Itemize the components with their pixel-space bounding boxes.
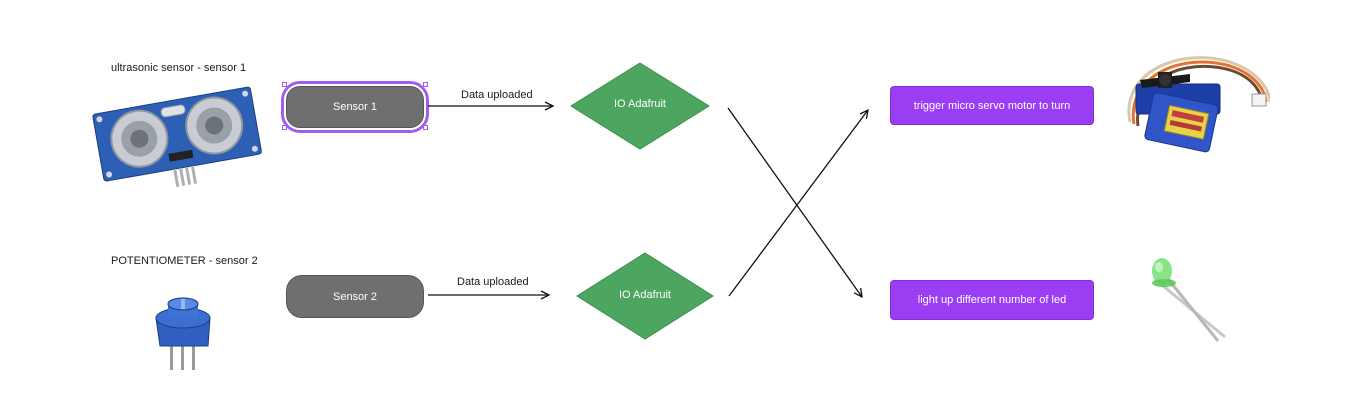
edge-label-data-uploaded-1: Data uploaded [461, 89, 533, 101]
led-action-node[interactable]: light up different number of led [890, 280, 1094, 320]
servo-action-node[interactable]: trigger micro servo motor to turn [890, 86, 1094, 125]
sensor-2-title: POTENTIOMETER - sensor 2 [111, 255, 258, 267]
led-image [1152, 258, 1226, 342]
resize-handle[interactable] [282, 82, 287, 87]
io-adafruit-hub-2[interactable] [576, 252, 714, 340]
sensor-1-node[interactable]: Sensor 1 [281, 81, 429, 133]
io-adafruit-label-2: IO Adafruit [619, 289, 671, 301]
resize-handle[interactable] [423, 82, 428, 87]
io-adafruit-hub-1[interactable] [570, 62, 710, 150]
resize-handle[interactable] [423, 125, 428, 130]
resize-handle[interactable] [282, 125, 287, 130]
arrow-io1-to-led [727, 107, 862, 297]
potentiometer-image [155, 297, 211, 370]
io-adafruit-label-1: IO Adafruit [614, 98, 666, 110]
servo-motor-image [1127, 56, 1270, 153]
sensor-2-node[interactable]: Sensor 2 [286, 275, 424, 318]
arrow-io2-to-servo [728, 110, 868, 297]
edge-label-data-uploaded-2: Data uploaded [457, 276, 529, 288]
sensor-1-title: ultrasonic sensor - sensor 1 [111, 62, 247, 74]
ultrasonic-sensor-image [92, 86, 262, 188]
